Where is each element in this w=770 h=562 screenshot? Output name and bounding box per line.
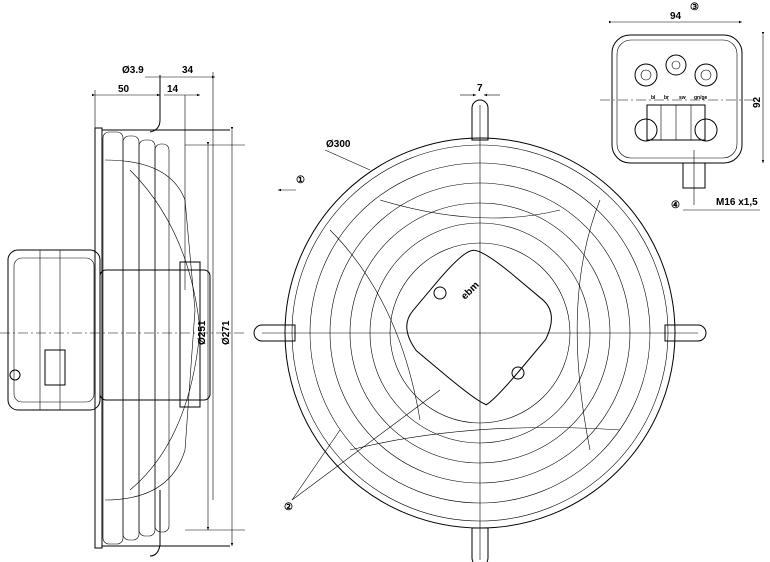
side-view: 50 14 Ø3.9 34 Ø251 Ø271 (0, 65, 245, 557)
dim-wire-diameter: Ø3.9 (122, 65, 144, 76)
thread-size: M16 x1,5 (716, 197, 758, 208)
dim-271: Ø271 (221, 320, 232, 345)
dim-300: Ø300 (326, 139, 351, 150)
terminal-sw: sw (679, 95, 686, 101)
dim-94: 94 (670, 11, 682, 22)
terminal-bl: bl (651, 95, 656, 101)
dim-50: 50 (118, 84, 130, 95)
ebm-logo: ebm (459, 280, 481, 302)
dim-7: 7 (477, 83, 483, 94)
callout-3: ③ (690, 2, 699, 13)
dim-14: 14 (167, 84, 179, 95)
callout-4: ④ (671, 200, 680, 211)
terminal-br: br (664, 95, 669, 101)
dim-34: 34 (182, 65, 194, 76)
dim-92: 92 (752, 96, 763, 108)
terminal-box-view: bl br sw gn/ge 94 ③ 92 ④ M16 x1,5 (600, 2, 765, 211)
terminal-gnge: gn/ge (694, 95, 708, 101)
dim-251: Ø251 (197, 320, 208, 345)
front-view: ebm Ø300 7 ① ② (253, 83, 707, 562)
callout-1: ① (296, 175, 305, 186)
callout-2: ② (284, 502, 293, 513)
